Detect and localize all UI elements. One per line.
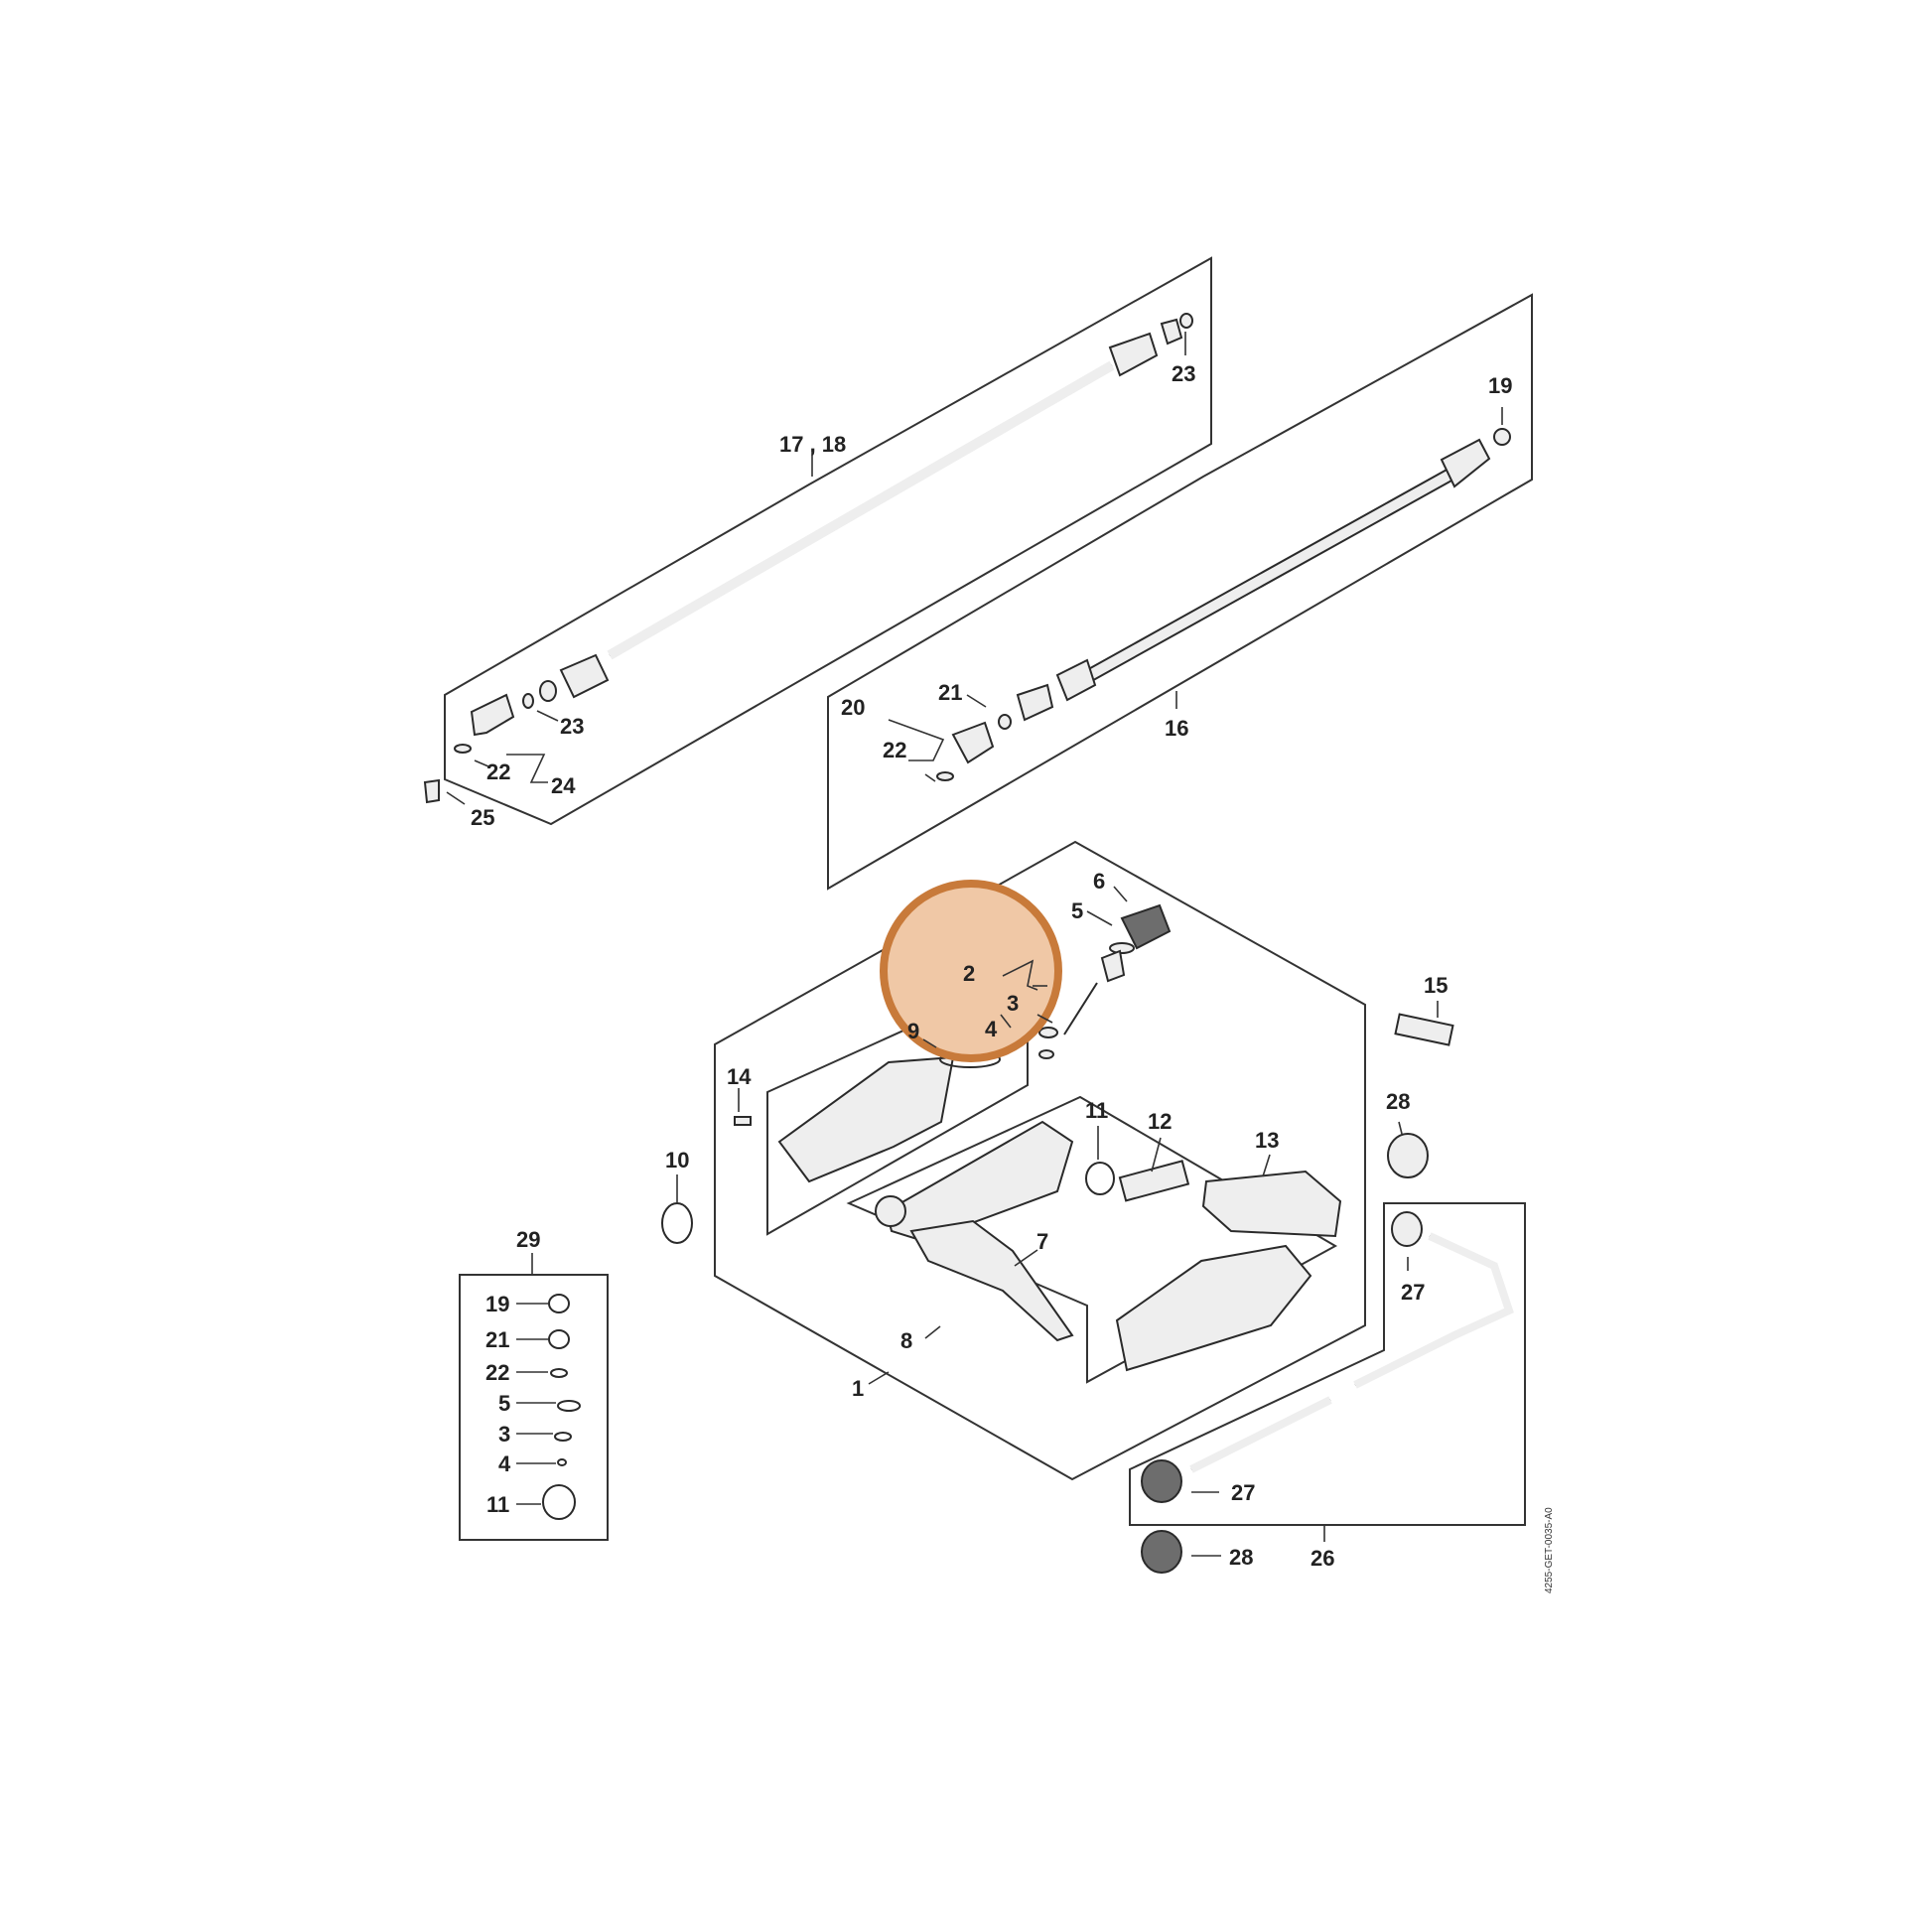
kit-29-list: 19 21 22 5 3 4 11	[485, 1292, 511, 1517]
kit-item-5: 3	[498, 1422, 510, 1447]
callout-6: 6	[1093, 869, 1105, 894]
callout-24: 24	[551, 773, 576, 798]
callout-15: 15	[1424, 973, 1448, 998]
callout-19: 19	[1488, 373, 1512, 398]
lance-16	[936, 428, 1511, 781]
frame-lance-16	[827, 293, 1533, 891]
callout-26: 26	[1311, 1546, 1334, 1571]
callout-4: 4	[985, 1017, 998, 1041]
callout-5: 5	[1071, 898, 1083, 923]
kit-29-parts	[542, 1294, 581, 1520]
callout-9: 9	[907, 1019, 919, 1043]
callout-17-18: 17 , 18	[779, 432, 846, 457]
callout-28-top: 28	[1386, 1089, 1410, 1114]
kit-item-2: 21	[485, 1327, 509, 1352]
callout-8: 8	[900, 1328, 912, 1353]
callout-labels: 17 , 18 23 23 22 24 25 19 21 20 22 16 6 …	[471, 361, 1512, 1571]
leader-lines	[446, 332, 1503, 1557]
callout-13: 13	[1255, 1128, 1279, 1153]
callout-21: 21	[938, 680, 962, 705]
frame-gun-1	[714, 840, 1366, 1481]
gun-assembly	[734, 903, 1342, 1372]
callout-28-bottom: 28	[1229, 1545, 1253, 1570]
kit-item-1: 19	[485, 1292, 509, 1316]
callout-29: 29	[516, 1227, 540, 1252]
frame-hose-26	[1129, 1202, 1526, 1526]
document-code: 4255-GET-0035-A0	[1544, 1507, 1555, 1593]
callout-23-left: 23	[560, 714, 584, 739]
callout-14: 14	[727, 1064, 752, 1089]
callout-23-top: 23	[1172, 361, 1195, 386]
callout-1: 1	[852, 1376, 864, 1401]
callout-2: 2	[963, 961, 975, 986]
kit-item-7: 11	[486, 1492, 509, 1517]
kit-item-3: 22	[485, 1360, 509, 1385]
callout-27-top: 27	[1401, 1280, 1425, 1305]
side-parts	[661, 1013, 1514, 1574]
highlight-circle	[880, 880, 1062, 1062]
callout-12: 12	[1148, 1109, 1172, 1134]
callout-20: 20	[841, 695, 865, 720]
callout-25: 25	[471, 805, 494, 830]
callout-7: 7	[1036, 1229, 1048, 1254]
callout-22-right: 22	[883, 738, 906, 762]
callout-27-bottom: 27	[1231, 1480, 1255, 1505]
frame-kit-29	[459, 1274, 609, 1541]
lance-17-18	[423, 313, 1193, 804]
callout-11-main: 11	[1085, 1098, 1108, 1123]
callout-16: 16	[1165, 716, 1188, 741]
callout-22-left: 22	[486, 759, 510, 784]
callout-10: 10	[665, 1148, 689, 1173]
frame-lance-17-18	[444, 256, 1212, 826]
kit-item-6: 4	[498, 1451, 511, 1476]
callout-3: 3	[1007, 991, 1019, 1016]
kit-item-4: 5	[498, 1391, 510, 1416]
